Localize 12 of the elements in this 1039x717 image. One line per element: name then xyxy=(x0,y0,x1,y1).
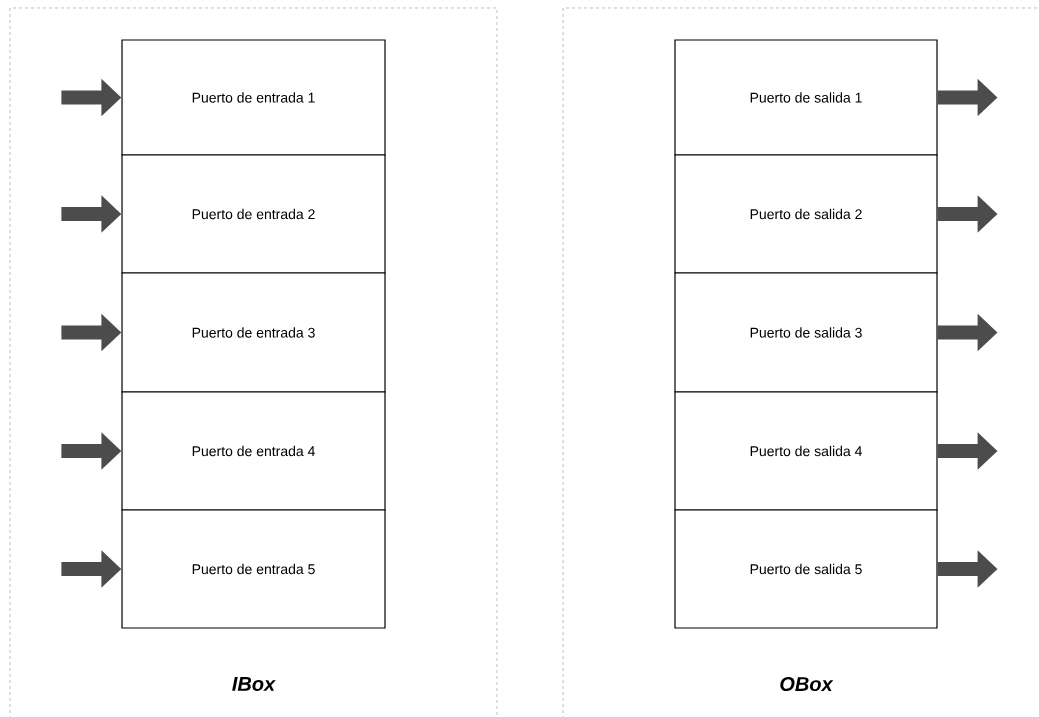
port-box: Puerto de salida 5 xyxy=(674,509,938,629)
port-box: Puerto de salida 3 xyxy=(674,272,938,393)
port-box: Puerto de salida 1 xyxy=(674,39,938,156)
panel-title: OBox xyxy=(780,676,834,692)
port-box: Puerto de entrada 4 xyxy=(121,391,386,511)
port-box: Puerto de entrada 1 xyxy=(121,39,386,156)
port-box: Puerto de salida 4 xyxy=(674,391,938,511)
port-box: Puerto de entrada 3 xyxy=(121,272,386,393)
port-box: Puerto de entrada 2 xyxy=(121,154,386,274)
panel-title: IBox xyxy=(232,677,276,691)
port-box: Puerto de entrada 5 xyxy=(121,509,386,629)
port-box: Puerto de salida 2 xyxy=(674,154,938,274)
